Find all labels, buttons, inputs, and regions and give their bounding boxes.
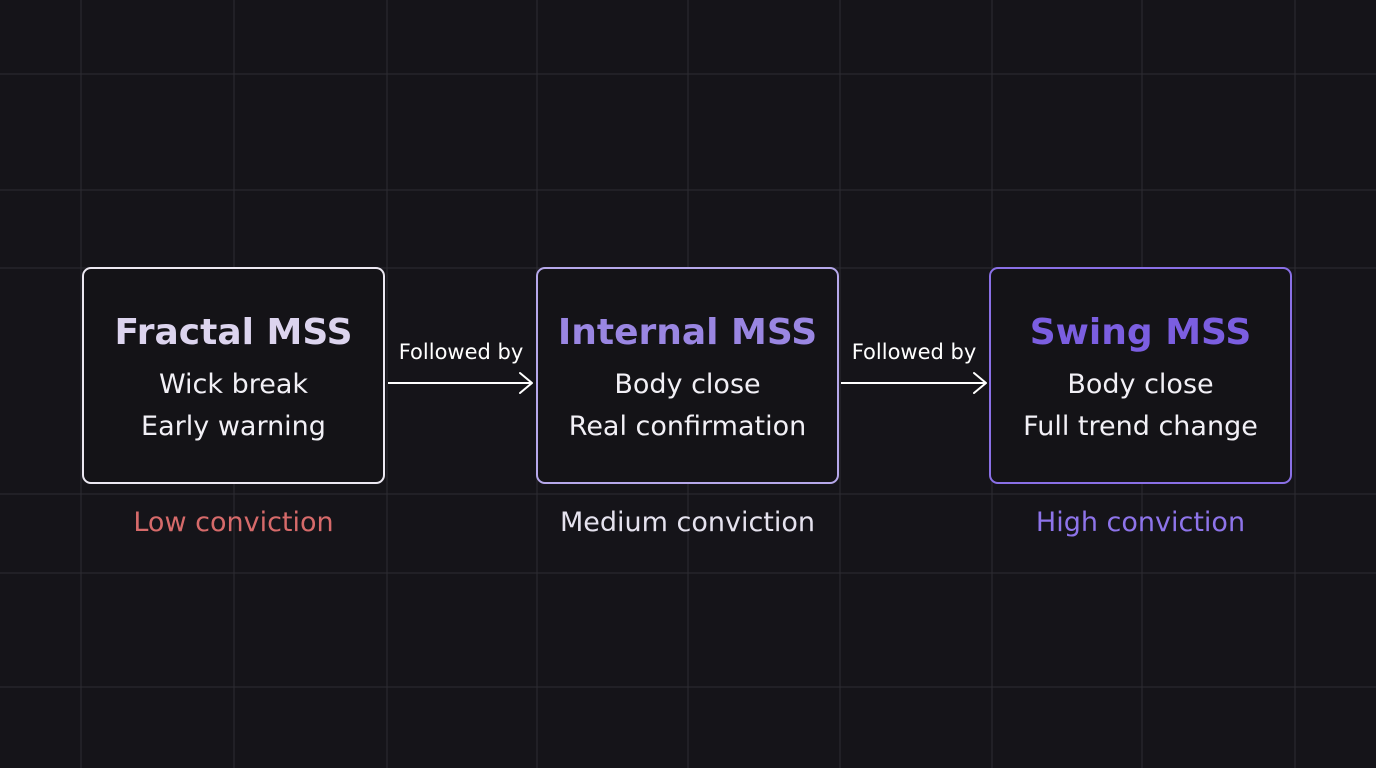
swing-mss-detail-1: Body close	[1067, 369, 1214, 400]
connector-label-2: Followed by	[851, 340, 977, 364]
swing-mss-box: Swing MSS Body close Full trend change	[989, 267, 1292, 484]
internal-mss-detail-2: Real confirmation	[568, 411, 807, 442]
high-conviction-label: High conviction	[1035, 507, 1246, 538]
swing-mss-detail-2: Full trend change	[1023, 411, 1258, 442]
internal-mss-box: Internal MSS Body close Real confirmatio…	[536, 267, 839, 484]
internal-mss-title: Internal MSS	[557, 312, 818, 353]
internal-mss-detail-1: Body close	[614, 369, 761, 400]
fractal-mss-box: Fractal MSS Wick break Early warning	[82, 267, 385, 484]
fractal-mss-title: Fractal MSS	[114, 312, 353, 353]
swing-mss-title: Swing MSS	[1029, 312, 1252, 353]
medium-conviction-label: Medium conviction	[559, 507, 816, 538]
low-conviction-label: Low conviction	[133, 507, 334, 538]
connector-label-1: Followed by	[398, 340, 524, 364]
fractal-mss-detail-1: Wick break	[158, 369, 309, 400]
fractal-mss-detail-2: Early warning	[141, 411, 326, 442]
